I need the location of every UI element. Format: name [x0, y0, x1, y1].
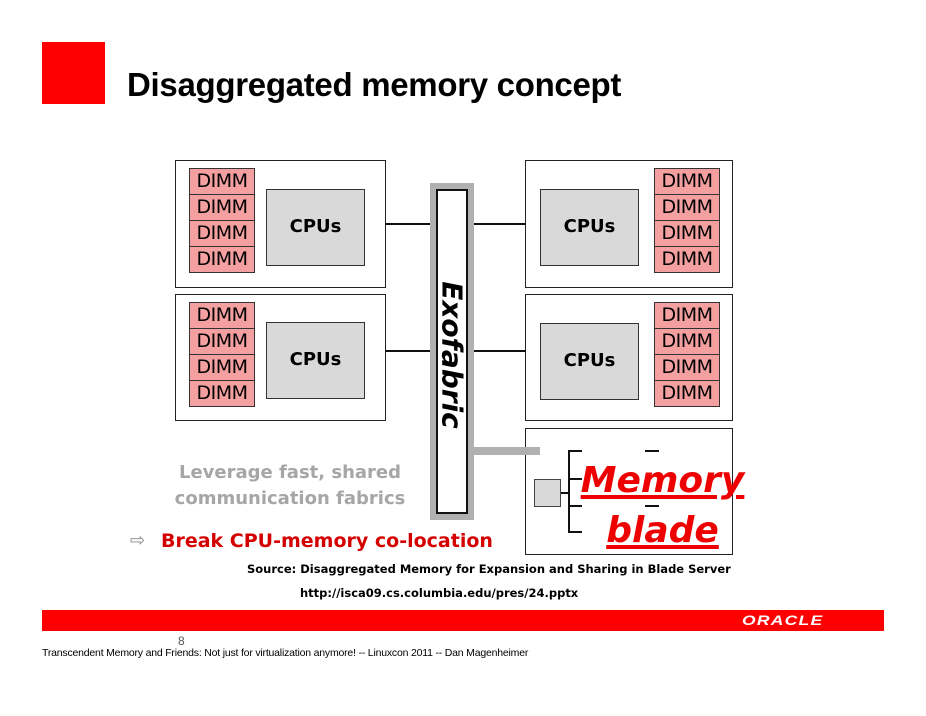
tree-line — [645, 450, 659, 452]
dimm: DIMM — [654, 328, 720, 355]
dimm: DIMM — [189, 380, 255, 407]
connector-line — [467, 223, 526, 225]
connector-line — [385, 350, 437, 352]
tree-line — [568, 505, 582, 507]
accent-square — [42, 42, 105, 104]
cpu-box: CPUs — [266, 322, 365, 399]
tree-line — [568, 478, 582, 480]
dimm: DIMM — [654, 302, 720, 329]
dimm: DIMM — [654, 168, 720, 195]
dimm: DIMM — [189, 168, 255, 195]
footer-text: Transcendent Memory and Friends: Not jus… — [42, 647, 529, 659]
memory-blade-connector — [474, 447, 540, 455]
arrow-right-icon: ⇨ — [130, 530, 146, 550]
dimm: DIMM — [654, 354, 720, 381]
leverage-line-1: Leverage fast, shared — [178, 462, 402, 483]
exofabric-label: Exofabric — [435, 281, 469, 429]
dimm: DIMM — [189, 220, 255, 247]
compute-blade-middle-left: DIMM DIMM DIMM DIMM CPUs — [175, 294, 386, 421]
leverage-note: Leverage fast, shared communication fabr… — [170, 460, 410, 512]
dimm: DIMM — [654, 194, 720, 221]
compute-blade-middle-right: CPUs DIMM DIMM DIMM DIMM — [525, 294, 733, 421]
connector-line — [385, 223, 437, 225]
memory-blade-label-line2: blade — [606, 510, 719, 551]
footer-red-bar — [42, 610, 884, 631]
tree-line — [568, 450, 582, 452]
slide-title: Disaggregated memory concept — [127, 66, 622, 103]
dimm: DIMM — [654, 246, 720, 273]
dimm: DIMM — [189, 302, 255, 329]
oracle-logo: ORACLE — [742, 612, 824, 628]
dimm-stack: DIMM DIMM DIMM DIMM — [189, 168, 255, 273]
compute-blade-top-right: CPUs DIMM DIMM DIMM DIMM — [525, 160, 733, 288]
cpu-box: CPUs — [540, 189, 639, 266]
leverage-line-2: communication fabrics — [174, 488, 406, 509]
compute-blade-top-left: DIMM DIMM DIMM DIMM CPUs — [175, 160, 386, 288]
memory-blade-label-line1: Memory — [580, 460, 745, 501]
source-url[interactable]: http://isca09.cs.columbia.edu/pres/24.pp… — [300, 586, 579, 600]
dimm: DIMM — [654, 380, 720, 407]
dimm: DIMM — [189, 354, 255, 381]
page-number: 8 — [178, 634, 185, 648]
tree-line — [568, 450, 570, 532]
break-colocation-text: Break CPU-memory co-location — [161, 530, 493, 552]
tree-line — [568, 531, 582, 533]
tree-line — [645, 505, 659, 507]
dimm: DIMM — [189, 246, 255, 273]
memory-blade-label: Memory blade — [580, 456, 745, 556]
tree-line — [561, 492, 569, 494]
cpu-box: CPUs — [266, 189, 365, 266]
dimm: DIMM — [654, 220, 720, 247]
memory-controller-box — [534, 479, 561, 507]
dimm-stack: DIMM DIMM DIMM DIMM — [654, 168, 720, 273]
cpu-box: CPUs — [540, 323, 639, 400]
connector-line — [467, 350, 526, 352]
dimm: DIMM — [189, 328, 255, 355]
memory-blade-box — [525, 428, 733, 555]
source-citation: Source: Disaggregated Memory for Expansi… — [247, 562, 731, 576]
dimm-stack: DIMM DIMM DIMM DIMM — [654, 302, 720, 407]
dimm-stack: DIMM DIMM DIMM DIMM — [189, 302, 255, 407]
exofabric-bar — [436, 189, 468, 514]
dimm: DIMM — [189, 194, 255, 221]
